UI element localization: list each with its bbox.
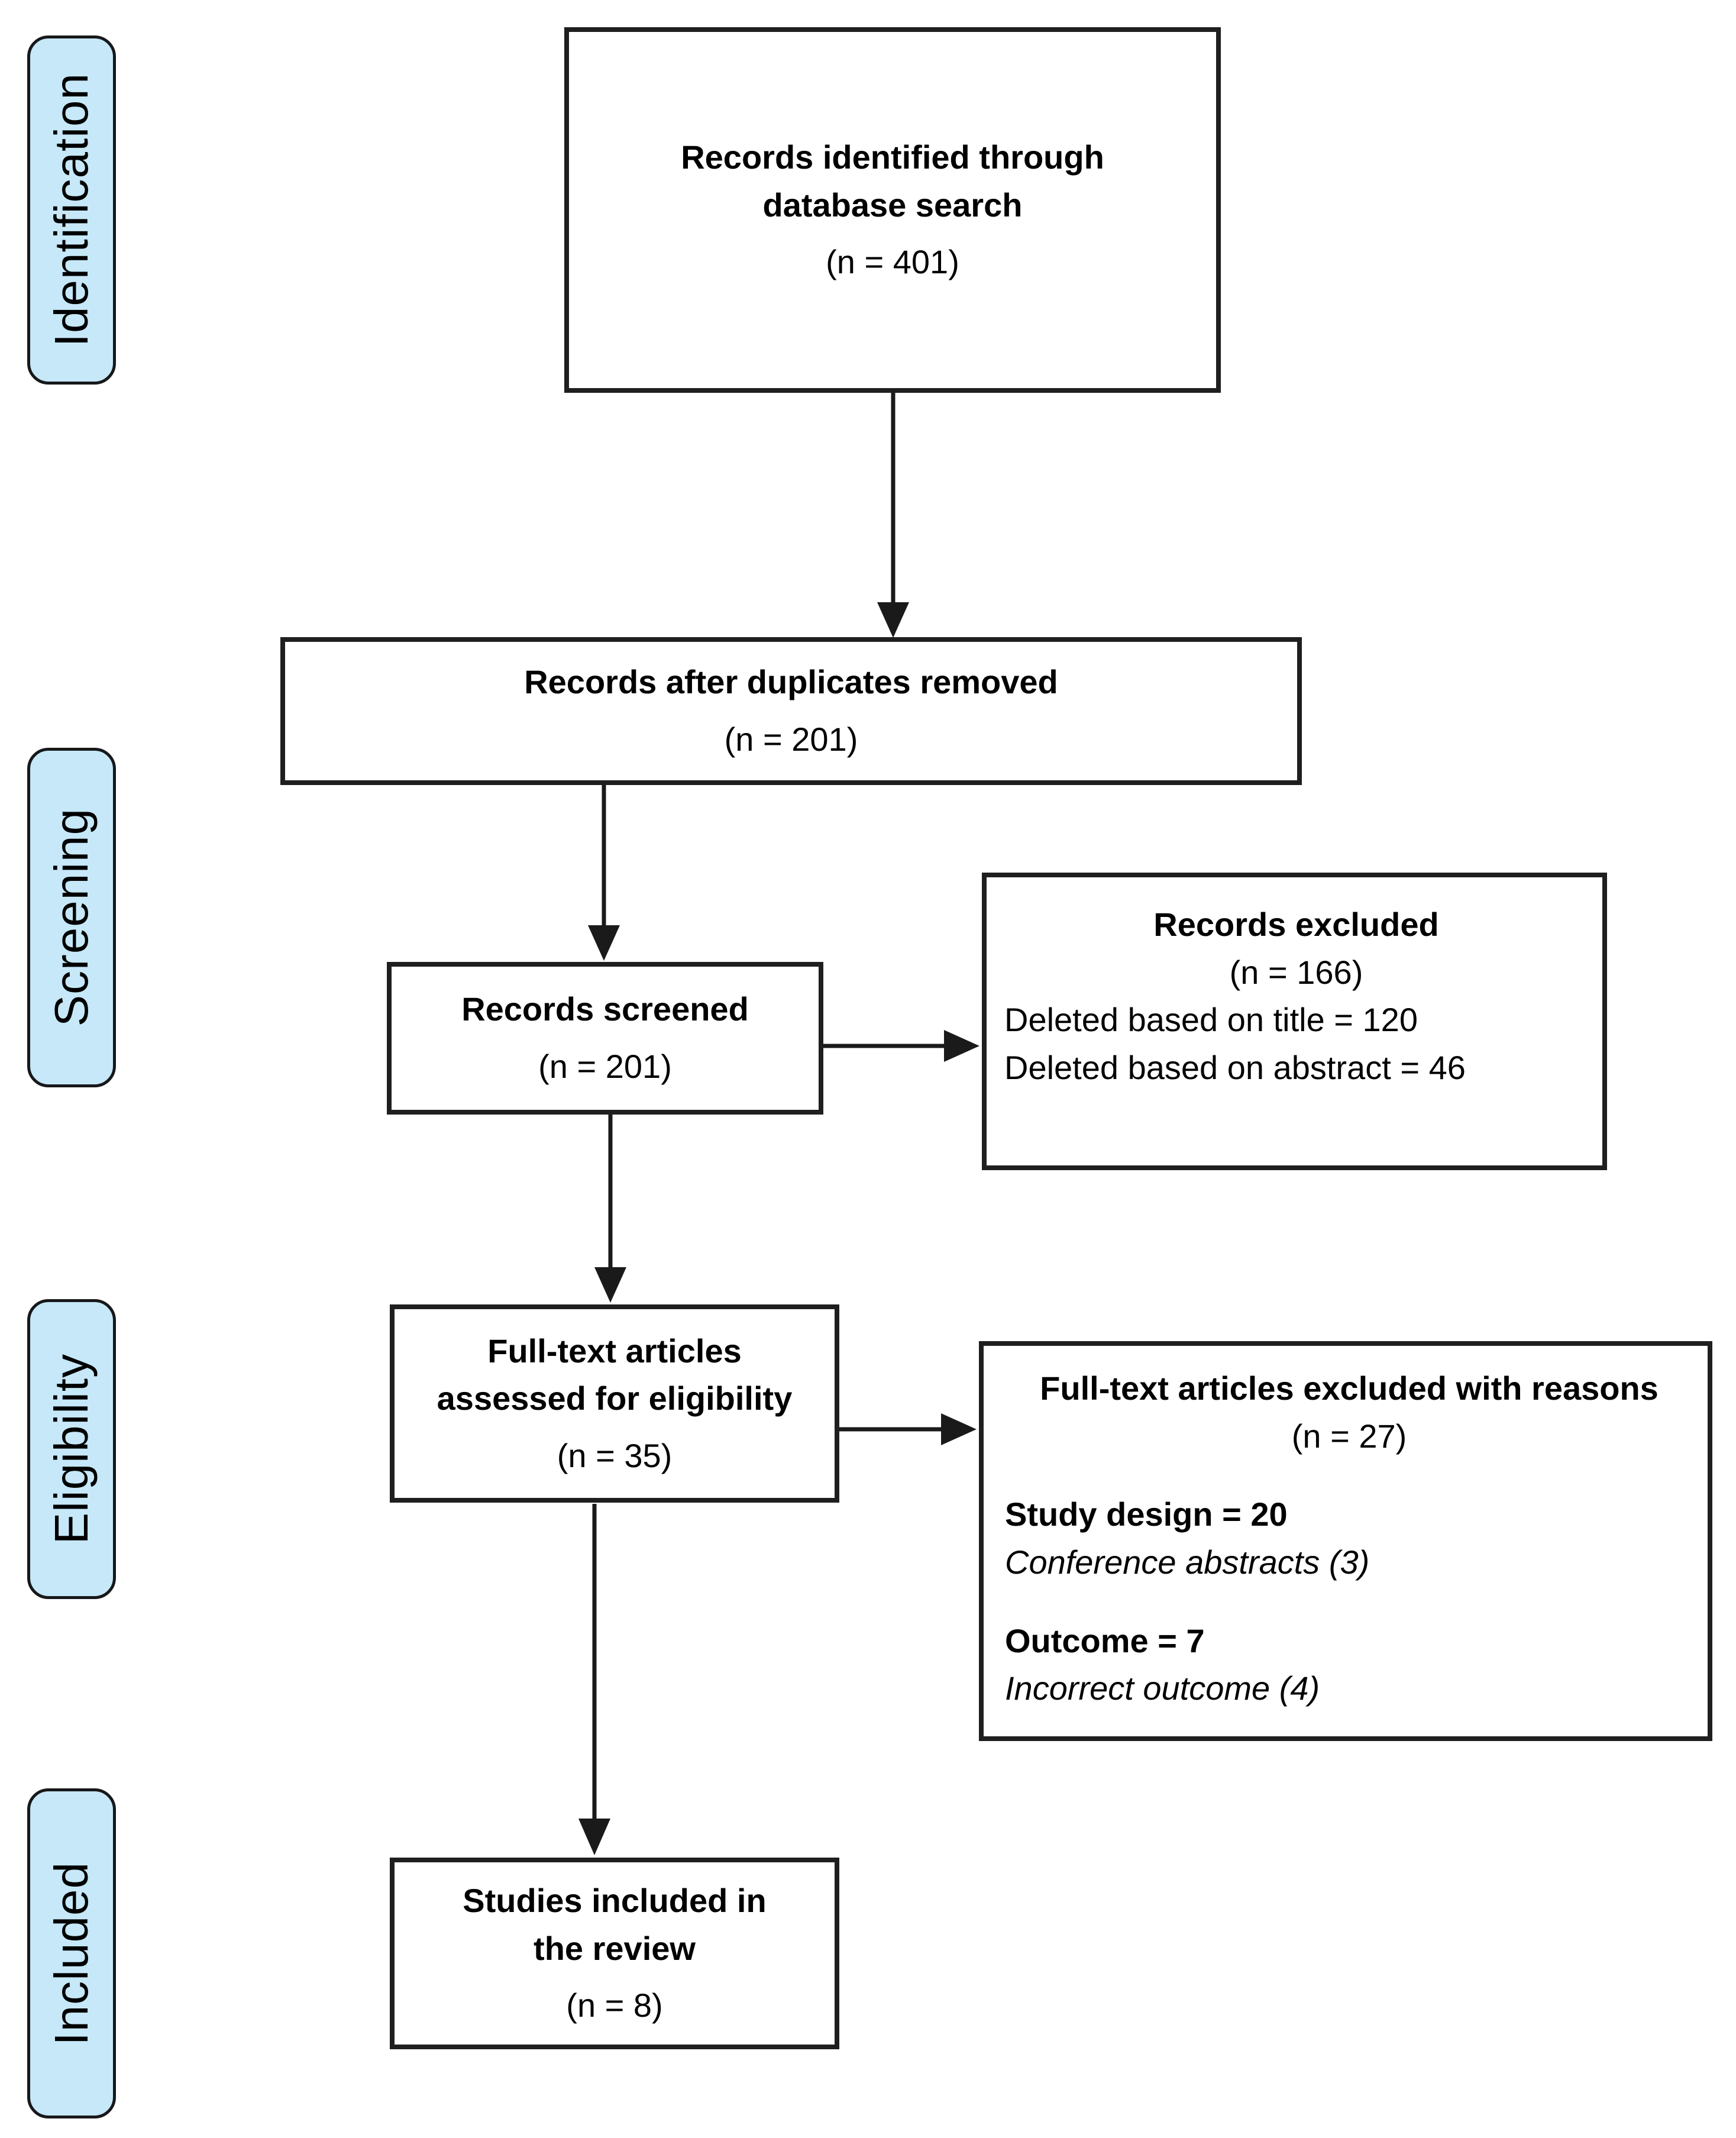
box-count: (n = 401)	[826, 243, 959, 281]
box-title-line: Full-text articles excluded with reasons	[1040, 1370, 1659, 1407]
stage-label-included: Included	[27, 1788, 116, 2118]
arrow-head	[944, 1030, 979, 1062]
box-count: (n = 201)	[538, 1048, 672, 1085]
arrow-duplicates-to-screened	[588, 784, 620, 961]
box-studies-included: Studies included in the review (n = 8)	[390, 1858, 839, 2049]
arrow-screened-to-excluded	[823, 1030, 979, 1062]
exclusion-reason: Deleted based on abstract = 46	[1004, 1048, 1466, 1086]
exclusion-group: Outcome = 7 Incorrect outcome (4)	[1005, 1617, 1693, 1713]
box-records-identified: Records identified through database sear…	[564, 27, 1221, 393]
exclusion-group: Study design = 20 Conference abstracts (…	[1005, 1491, 1693, 1586]
arrow-screened-to-assessed	[594, 1113, 626, 1303]
box-title-line: Records excluded	[1153, 906, 1439, 943]
exclusion-reason: Deleted based on title = 120	[1004, 1001, 1418, 1039]
box-count: (n = 35)	[557, 1436, 673, 1474]
box-count: (n = 201)	[724, 721, 858, 758]
arrow-head	[588, 925, 620, 961]
stage-label-text: Identification	[45, 73, 98, 347]
stage-label-text: Included	[45, 1861, 98, 2046]
box-records-excluded: Records excluded (n = 166) Deleted based…	[982, 873, 1607, 1170]
arrow-head	[941, 1413, 977, 1445]
stage-label-text: Eligibility	[45, 1354, 98, 1545]
box-records-after-duplicates: Records after duplicates removed (n = 20…	[280, 637, 1302, 785]
arrow-head	[578, 1819, 610, 1855]
box-title-line: Full-text articles	[487, 1332, 742, 1370]
box-title-line: the review	[534, 1929, 696, 1967]
box-records-screened: Records screened (n = 201)	[387, 962, 823, 1115]
box-title-line: database search	[762, 186, 1023, 224]
exclusion-group-detail: Conference abstracts (3)	[1005, 1543, 1370, 1581]
box-fulltext-excluded: Full-text articles excluded with reasons…	[979, 1341, 1712, 1741]
box-title-line: Records after duplicates removed	[524, 663, 1058, 701]
exclusion-group-detail: Incorrect outcome (4)	[1005, 1669, 1320, 1707]
box-title-line: assessed for eligibility	[437, 1380, 793, 1417]
stage-label-screening: Screening	[27, 748, 116, 1087]
exclusion-group-heading: Study design = 20	[1005, 1496, 1288, 1533]
box-title-line: Records identified through	[681, 138, 1104, 176]
box-count: (n = 27)	[1291, 1417, 1407, 1455]
stage-label-text: Screening	[45, 808, 98, 1027]
box-title-line: Studies included in	[463, 1882, 767, 1920]
arrow-head	[594, 1267, 626, 1303]
arrow-assessed-to-excluded	[838, 1413, 977, 1445]
box-count: (n = 8)	[566, 1987, 663, 2024]
exclusion-group-heading: Outcome = 7	[1005, 1622, 1205, 1659]
box-title-line: Records screened	[461, 990, 749, 1028]
box-fulltext-assessed: Full-text articles assessed for eligibil…	[390, 1304, 839, 1503]
stage-label-identification: Identification	[27, 35, 116, 385]
arrow-identified-to-duplicates	[877, 392, 909, 638]
stage-label-eligibility: Eligibility	[27, 1299, 116, 1599]
arrow-assessed-to-included	[578, 1504, 610, 1855]
box-count: (n = 166)	[1229, 953, 1363, 991]
arrow-head	[877, 602, 909, 638]
